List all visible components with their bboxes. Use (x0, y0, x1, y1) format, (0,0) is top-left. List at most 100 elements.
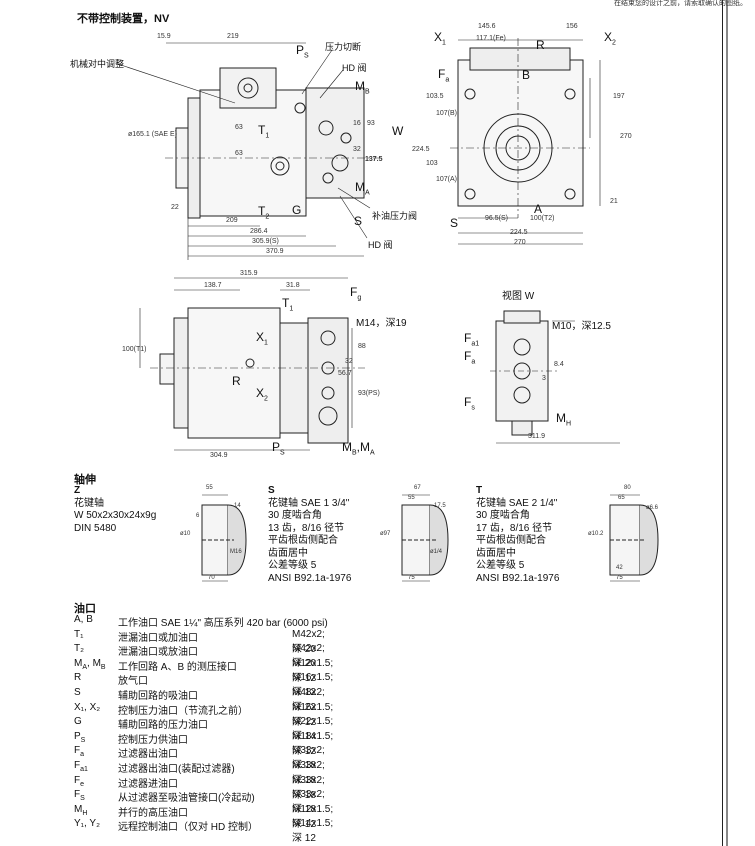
dim-103-5: 103.5 (426, 93, 444, 100)
port-spec: M48x2; 深 22 (292, 687, 325, 713)
port-key: X₁, X₂ (74, 701, 101, 713)
label-r-top: R (232, 374, 241, 388)
shaft-s-line: 30 度啮合角 (268, 510, 322, 521)
view-w-drawing: 视图 W M10，深12.5 Fa1 Fa Fs MH 3 8.4 311.9 (460, 285, 640, 450)
port-desc: 辅助回路的吸油口 (118, 691, 198, 702)
dim-370-9: 370.9 (266, 248, 284, 255)
port-key: MH (74, 803, 88, 817)
shaft-s-line: 平齿根齿侧配合 (268, 535, 338, 546)
port-key: PS (74, 730, 86, 744)
shaft-z-svg (201, 494, 247, 582)
shaft-s-dim: ø97 (380, 531, 391, 537)
label-fa-w: Fa (464, 349, 476, 366)
label-fg: Fg (350, 285, 362, 302)
dim-305-9: 305.9(S) (252, 238, 279, 245)
shaft-t-line: 30 度啮合角 (476, 510, 530, 521)
dim-shaft-dia: ø165.1 (SAE E) (128, 131, 178, 138)
dim-137-5: 137.5 (365, 156, 383, 163)
ports-title: 油口 (74, 603, 96, 615)
dim-270-v: 270 (620, 133, 632, 140)
label-x2-top: X2 (256, 386, 268, 403)
label-t1: T1 (258, 123, 270, 140)
dim-270-h: 270 (514, 239, 526, 246)
port-desc: 控制压力油口（节流孔之前） (118, 705, 248, 717)
dim-197: 197 (613, 93, 625, 100)
dim-8-4: 8.4 (554, 361, 564, 368)
shaft-t-line: 花键轴 SAE 2 1/4" (476, 497, 558, 509)
port-desc: 辅助回路的压力油口 (118, 720, 208, 732)
port-desc: 过滤器进油口 (118, 778, 178, 790)
shaft-s-svg (401, 494, 449, 582)
dim-32-top: 32 (345, 358, 353, 365)
port-spec: M33x2; 深 18 (292, 745, 325, 772)
shaft-s-line: 公差等级 5 (268, 560, 317, 571)
port-desc: 工作回路 A、B 的测压接口 (118, 661, 237, 673)
dim-138-7: 138.7 (204, 282, 222, 289)
shaft-t-line: 平齿根齿侧配合 (476, 535, 546, 546)
callout-hd-valve-bottom: HD 阀 (368, 240, 393, 250)
callout-charge-valve: 补油压力阀 (372, 211, 418, 221)
label-b: B (522, 68, 531, 82)
top-view-drawing: 315.9 138.7 31.8 100(T1) 88 32 56.7 93(P… (120, 268, 430, 468)
label-mb-ma: MB,MA (342, 440, 375, 457)
shaft-s-dim: 75 (408, 575, 415, 581)
dim-156: 156 (566, 23, 578, 30)
dim-21: 21 (610, 198, 618, 205)
dim-88: 88 (358, 343, 366, 350)
shaft-t-dim: 75 (616, 575, 623, 581)
shaft-t-line: 齿面居中 (476, 547, 516, 559)
port-spec: M33x2; 深 18 (292, 774, 325, 801)
port-key: T₂ (74, 643, 84, 655)
dim-145-6: 145.6 (478, 23, 496, 30)
label-ps: PS (296, 43, 309, 60)
label-x2: X2 (604, 30, 616, 47)
shaft-s-code: S (268, 485, 275, 496)
label-s-end: S (450, 216, 459, 230)
dim-16: 16 (353, 120, 361, 127)
shaft-s-dim: 67 (414, 485, 421, 491)
callout-mech-centering: 机械对中调整 (70, 59, 125, 69)
dim-100-t1: 100(T1) (122, 346, 147, 353)
port-desc: 远程控制油口（仅对 HD 控制） (118, 822, 258, 834)
shaft-z-block: Z 花键轴 W 50x2x30x24x9g DIN 5480 (74, 485, 156, 535)
label-g: G (292, 203, 302, 217)
port-desc: 过滤器出油口(装配过滤器) (118, 764, 235, 775)
port-key: G (74, 716, 82, 728)
dim-224-5-v: 224.5 (412, 146, 430, 153)
dim-224-5-h: 224.5 (510, 229, 528, 236)
label-a: A (534, 202, 543, 216)
shaft-z-drawing: 55 14 70 ø10 M16 6 (178, 483, 258, 587)
label-ma: MA (355, 180, 370, 197)
page-edge-line (722, 0, 723, 846)
shaft-t-dim: 80 (624, 485, 631, 491)
port-spec: M22x1.5; 深 14 (292, 716, 334, 743)
port-spec: M16x1.5; 深 12 (292, 701, 334, 728)
dim-93-ps: 93(PS) (358, 390, 380, 397)
corner-note: 在结束您的设计之前，请索取确认的图纸。 (614, 0, 747, 7)
note-m10: M10，深12.5 (552, 321, 611, 332)
port-key: Fe (74, 774, 85, 788)
shaft-s-line: 花键轴 SAE 1 3/4" (268, 497, 350, 509)
port-spec: M33x2; 深 18 (292, 760, 325, 786)
label-t2: T2 (258, 204, 270, 221)
port-key: MA, MB (74, 657, 106, 671)
shaft-t-dim: 65 (618, 495, 625, 501)
port-key: T₁ (74, 628, 84, 640)
dim-3: 3 (542, 375, 546, 382)
port-key: Y₁, Y₂ (74, 818, 100, 830)
dim-286-4: 286.4 (250, 228, 268, 235)
label-fs: Fs (464, 395, 475, 412)
shaft-z-dim: 55 (206, 485, 213, 491)
dim-32: 32 (353, 146, 361, 153)
label-r: R (536, 38, 545, 52)
dim-63-a: 63 (235, 124, 243, 131)
dim-107-b: 107(B) (436, 110, 458, 117)
top-view-svg (139, 277, 365, 451)
port-key: S (74, 687, 81, 698)
shaft-s-dim: 17.5 (434, 503, 446, 509)
shafts-title: 轴伸 (74, 474, 96, 486)
dim-15-9: 15.9 (157, 33, 171, 40)
port-key: Fa1 (74, 760, 88, 773)
end-view-svg (450, 38, 601, 245)
dim-103: 103 (426, 160, 438, 167)
